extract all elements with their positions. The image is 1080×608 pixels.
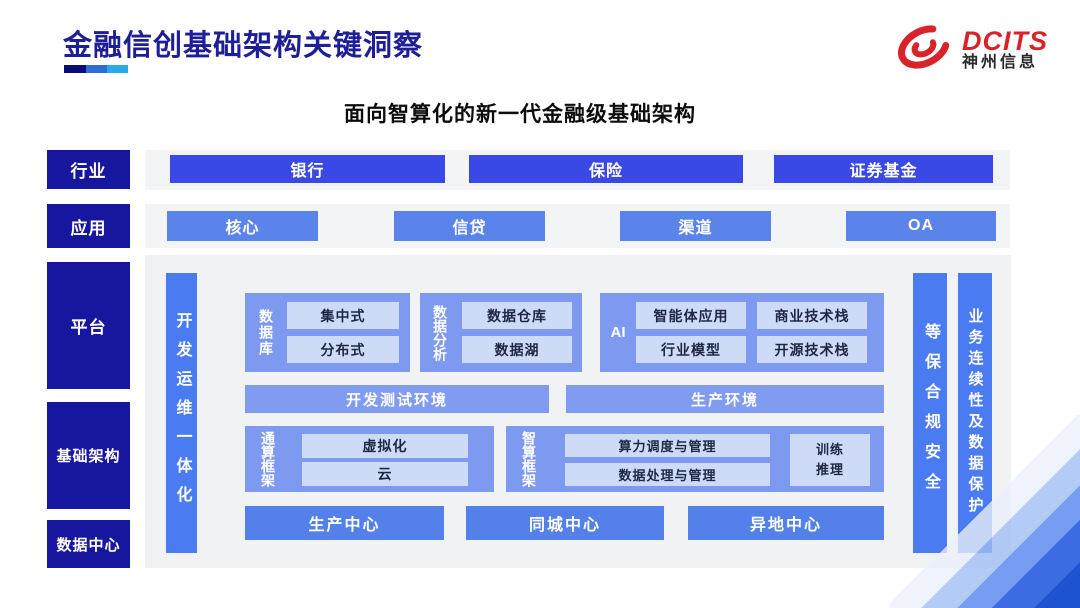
intelligent-framework-item-train-infer: 训练推理: [790, 434, 870, 486]
industry-chip-bank: 银行: [170, 155, 445, 183]
logo-brand-text: DCITS: [962, 25, 1048, 56]
ai-group: AI 智能体应用 商业技术栈 行业模型 开源技术栈: [600, 293, 884, 372]
ai-group-label: AI: [610, 324, 626, 341]
analytics-item-lake: 数据湖: [462, 336, 572, 363]
prod-env-bar: 生产环境: [566, 385, 884, 413]
layer-label-application: 应用: [47, 204, 130, 248]
diagram-subtitle: 面向智算化的新一代金融级基础架构: [344, 103, 696, 126]
logo-company-text: 神州信息: [962, 54, 1039, 72]
security-vertical-bar: 等保合规安全: [913, 273, 947, 553]
devops-vertical-bar: 开发运维一体化: [166, 273, 197, 553]
industry-chip-securities: 证券基金: [774, 155, 993, 183]
general-framework-group: 通算框架 虚拟化 云: [245, 426, 494, 492]
title-underline: [64, 65, 128, 73]
underline-segment-dark: [64, 65, 86, 73]
swirl-logo-icon: [894, 20, 954, 79]
intelligent-framework-label: 智算框架: [521, 431, 537, 487]
intelligent-framework-item-dataprocessing: 数据处理与管理: [565, 463, 770, 486]
analytics-group-label: 数据分析: [432, 304, 448, 361]
analytics-group: 数据分析 数据仓库 数据湖: [420, 293, 582, 372]
general-framework-item-cloud: 云: [302, 462, 468, 486]
application-chip-oa: OA: [846, 211, 996, 241]
application-chip-credit: 信贷: [394, 211, 545, 241]
database-group: 数据库 集中式 分布式: [245, 293, 410, 372]
ai-item-opensource-stack: 开源技术栈: [757, 336, 867, 363]
company-logo: DCITS 神州信息: [894, 20, 1048, 79]
database-group-label: 数据库: [258, 308, 274, 357]
ai-item-commercial-stack: 商业技术栈: [757, 302, 867, 329]
underline-segment-mid: [86, 65, 107, 73]
center-bar-remote: 异地中心: [688, 506, 884, 540]
center-bar-production: 生产中心: [245, 506, 444, 540]
general-framework-label: 通算框架: [260, 431, 276, 487]
layer-label-datacenter: 数据中心: [47, 520, 130, 568]
layer-label-platform: 平台: [47, 262, 130, 389]
center-bar-samecity: 同城中心: [466, 506, 664, 540]
underline-segment-light: [107, 65, 128, 73]
layer-label-industry: 行业: [47, 150, 130, 189]
layer-label-infrastructure: 基础架构: [47, 402, 130, 509]
architecture-panel: 开发运维一体化 数据库 集中式 分布式 数据分析 数据仓库 数据湖 AI 智能体…: [145, 255, 1011, 568]
continuity-vertical-bar: 业务连续性及数据保护: [958, 273, 992, 553]
intelligent-framework-group: 智算框架 算力调度与管理 数据处理与管理 训练推理: [506, 426, 884, 492]
ai-item-agent-apps: 智能体应用: [636, 302, 746, 329]
application-chip-core: 核心: [167, 211, 318, 241]
industry-chip-insurance: 保险: [469, 155, 743, 183]
general-framework-item-virtualization: 虚拟化: [302, 434, 468, 458]
dev-test-env-bar: 开发测试环境: [245, 385, 549, 413]
intelligent-framework-item-scheduling: 算力调度与管理: [565, 434, 770, 457]
database-item-centralized: 集中式: [287, 302, 399, 329]
database-item-distributed: 分布式: [287, 336, 399, 363]
analytics-item-warehouse: 数据仓库: [462, 302, 572, 329]
ai-item-industry-models: 行业模型: [636, 336, 746, 363]
page-title: 金融信创基础架构关键洞察: [63, 30, 424, 62]
application-chip-channel: 渠道: [620, 211, 771, 241]
